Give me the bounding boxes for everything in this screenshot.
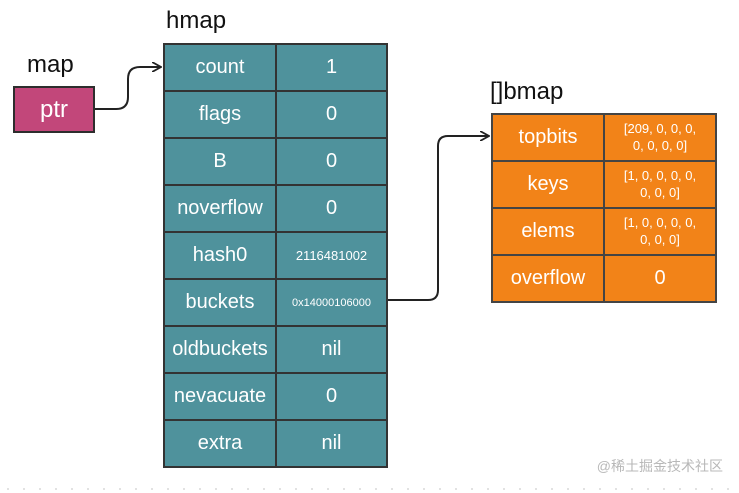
bmap-key: elems — [491, 207, 605, 256]
bmap-value: 0 — [603, 254, 717, 303]
bmap-value: [1, 0, 0, 0, 0, 0, 0, 0] — [603, 207, 717, 256]
bmap-value: [209, 0, 0, 0, 0, 0, 0, 0] — [603, 113, 717, 162]
bmap-key: topbits — [491, 113, 605, 162]
hmap-row-nevacuate: nevacuate 0 — [163, 372, 388, 421]
hmap-key: buckets — [163, 278, 277, 327]
hmap-row-noverflow: noverflow 0 — [163, 184, 388, 233]
hmap-row-hash0: hash0 2116481002 — [163, 231, 388, 280]
bmap-row-keys: keys [1, 0, 0, 0, 0, 0, 0, 0] — [491, 160, 717, 209]
hmap-value: 0 — [275, 137, 388, 186]
bmap-table: topbits [209, 0, 0, 0, 0, 0, 0, 0] keys … — [491, 113, 717, 303]
hmap-key: extra — [163, 419, 277, 468]
hmap-row-b: B 0 — [163, 137, 388, 186]
ptr-label: ptr — [39, 95, 68, 123]
bmap-row-topbits: topbits [209, 0, 0, 0, 0, 0, 0, 0] — [491, 113, 717, 162]
hmap-key: oldbuckets — [163, 325, 277, 374]
bmap-row-overflow: overflow 0 — [491, 254, 717, 303]
watermark: @稀土掘金技术社区 — [596, 458, 723, 474]
ptr-to-hmap-arrow — [95, 67, 160, 110]
hmap-row-flags: flags 0 — [163, 90, 388, 139]
hmap-value: 2116481002 — [275, 231, 388, 280]
bmap-title: []bmap — [490, 78, 564, 105]
hmap-title: hmap — [166, 7, 227, 34]
hmap-value: nil — [275, 419, 388, 468]
bmap-key: overflow — [491, 254, 605, 303]
buckets-to-bmap-arrow — [388, 136, 488, 301]
hmap-row-count: count 1 — [163, 43, 388, 92]
hmap-key: flags — [163, 90, 277, 139]
hmap-key: count — [163, 43, 277, 92]
hmap-row-oldbuckets: oldbuckets nil — [163, 325, 388, 374]
hmap-key: hash0 — [163, 231, 277, 280]
bmap-key: keys — [491, 160, 605, 209]
hmap-value: nil — [275, 325, 388, 374]
bmap-value: [1, 0, 0, 0, 0, 0, 0, 0] — [603, 160, 717, 209]
hmap-value: 0 — [275, 90, 388, 139]
map-title: map — [27, 51, 74, 78]
hmap-key: nevacuate — [163, 372, 277, 421]
hmap-value: 0 — [275, 372, 388, 421]
dotted-divider — [0, 488, 739, 490]
hmap-key: noverflow — [163, 184, 277, 233]
hmap-value: 0x14000106000 — [275, 278, 388, 327]
bmap-row-elems: elems [1, 0, 0, 0, 0, 0, 0, 0] — [491, 207, 717, 256]
hmap-row-buckets: buckets 0x14000106000 — [163, 278, 388, 327]
hmap-table: count 1 flags 0 B 0 noverflow 0 hash0 21… — [163, 43, 388, 468]
hmap-value: 1 — [275, 43, 388, 92]
ptr-box: ptr — [13, 86, 95, 133]
hmap-value: 0 — [275, 184, 388, 233]
hmap-key: B — [163, 137, 277, 186]
hmap-row-extra: extra nil — [163, 419, 388, 468]
